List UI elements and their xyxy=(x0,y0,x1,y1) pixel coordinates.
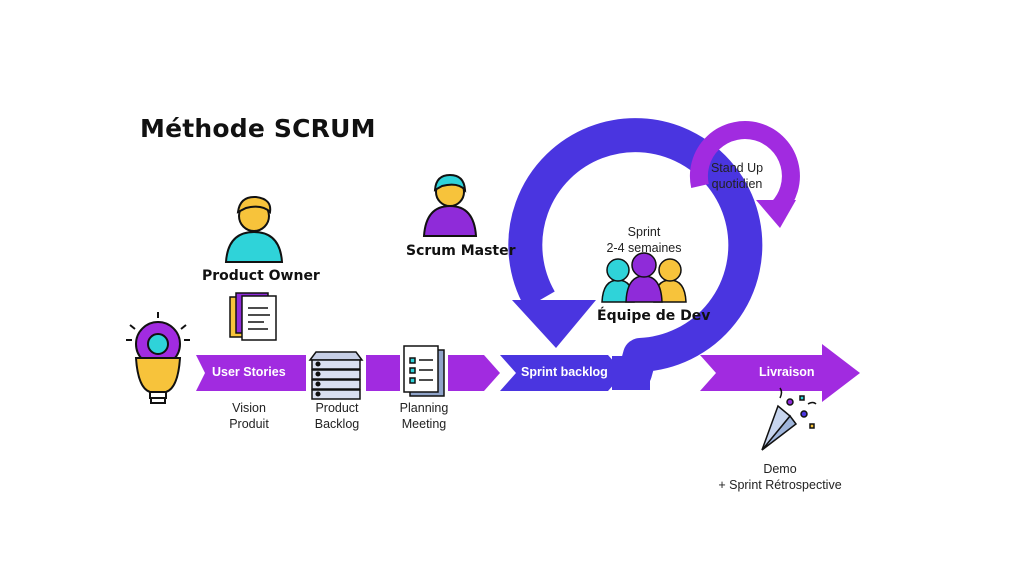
planning-checklist-icon xyxy=(403,345,445,397)
product-owner-avatar xyxy=(224,195,284,263)
caption-line: 2-4 semaines xyxy=(606,241,682,255)
idea-bulb-icon xyxy=(126,312,190,404)
vision-produit-caption: Vision Produit xyxy=(222,400,276,432)
band-segment-user-stories xyxy=(196,355,306,391)
page-title: Méthode SCRUM xyxy=(140,114,376,143)
sprint-cycle-tail xyxy=(612,356,650,390)
sprint-backlog-label: Sprint backlog xyxy=(521,365,608,379)
documents-icon xyxy=(229,292,277,341)
band-segment-sprint-backlog xyxy=(500,355,624,391)
band-segment-backlog-gap xyxy=(366,355,400,391)
dev-team-icon xyxy=(601,252,687,303)
caption-line: quotidien xyxy=(711,177,763,191)
caption-line: Planning xyxy=(399,401,449,415)
sprint-duration-caption: Sprint 2-4 semaines xyxy=(604,224,684,256)
scrum-master-avatar xyxy=(422,173,478,237)
band-segment-planning-gap xyxy=(448,355,500,391)
demo-retrospective-caption: Demo + Sprint Rétrospective xyxy=(700,461,860,493)
sprint-cycle-arrowhead xyxy=(512,300,596,348)
standup-caption: Stand Up quotidien xyxy=(702,160,772,192)
livraison-label: Livraison xyxy=(759,365,815,379)
caption-line: + Sprint Rétrospective xyxy=(718,478,842,492)
caption-line: Demo xyxy=(763,462,797,476)
caption-line: Meeting xyxy=(401,417,447,431)
caption-line: Stand Up xyxy=(710,161,764,175)
scrum-master-label: Scrum Master xyxy=(406,243,516,259)
caption-line: Product xyxy=(315,401,359,415)
product-backlog-icon xyxy=(308,351,364,400)
standup-cycle-arrowhead xyxy=(756,200,796,228)
product-backlog-caption: Product Backlog xyxy=(308,400,366,432)
caption-line: Vision xyxy=(232,401,266,415)
dev-team-label: Équipe de Dev xyxy=(597,308,711,324)
band-segment-livraison xyxy=(700,344,860,402)
caption-line: Sprint xyxy=(627,225,661,239)
caption-line: Produit xyxy=(229,417,269,431)
party-popper-icon xyxy=(761,387,817,451)
standup-cycle-arrow xyxy=(689,121,800,215)
user-stories-label: User Stories xyxy=(212,365,286,379)
caption-line: Backlog xyxy=(314,417,360,431)
product-owner-label: Product Owner xyxy=(202,268,320,284)
planning-meeting-caption: Planning Meeting xyxy=(394,400,454,432)
